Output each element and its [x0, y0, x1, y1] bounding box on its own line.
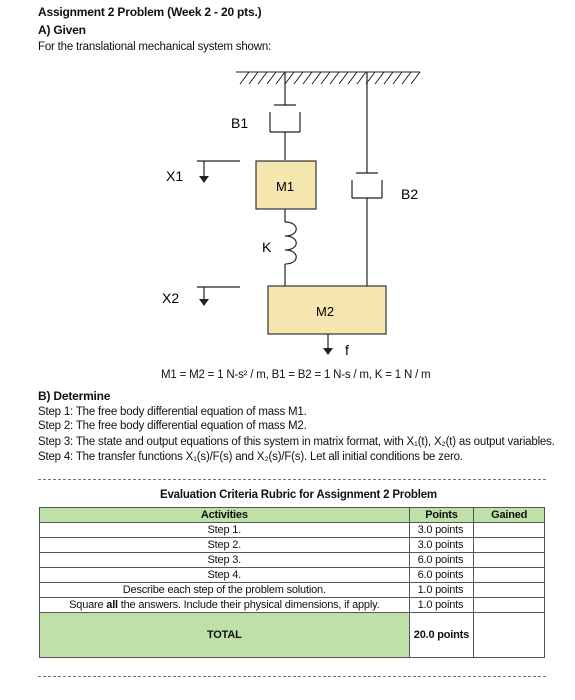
hatch-mark	[311, 71, 322, 85]
points-cell: 1.0 points	[408, 597, 475, 613]
gained-cell	[473, 567, 545, 583]
step-1-text: Step 1: The free body differential equat…	[38, 406, 307, 418]
hatch-mark	[329, 71, 340, 85]
x2-arrow	[197, 286, 240, 306]
hatch-mark	[383, 71, 394, 85]
spring-k	[284, 209, 297, 286]
hatch-mark	[374, 71, 385, 85]
hatch-mark	[248, 71, 259, 85]
points-cell: 1.0 points	[408, 582, 475, 598]
hatch-mark	[347, 71, 358, 85]
hatch-mark	[266, 71, 277, 85]
rubric-header-row: Activities Points Gained	[39, 507, 545, 523]
mass-m2	[267, 285, 387, 335]
gained-cell	[473, 597, 545, 613]
activity-cell: Describe each step of the problem soluti…	[39, 582, 410, 598]
step-4-text: Step 4: The transfer functions X₁(s)/F(s…	[38, 451, 463, 463]
hatch-mark	[239, 71, 250, 85]
mass-m1	[255, 160, 317, 210]
points-cell: 3.0 points	[408, 522, 475, 538]
square-suffix: the answers. Include their physical dime…	[117, 599, 380, 611]
hatch-mark	[284, 71, 295, 85]
total-row: TOTAL 20.0 points	[39, 612, 545, 658]
hatch-mark	[338, 71, 349, 85]
points-header: Points	[408, 507, 475, 523]
activities-header: Activities	[39, 507, 410, 523]
table-row: Step 1. 3.0 points	[39, 522, 545, 538]
gained-cell	[473, 537, 545, 553]
section-a-heading: A) Given	[38, 23, 86, 37]
damper-b2	[351, 72, 383, 286]
m1-label: M1	[276, 179, 294, 194]
rubric-table: Activities Points Gained Step 1. 3.0 poi…	[39, 507, 545, 658]
points-cell: 6.0 points	[408, 567, 475, 583]
step-3-text: Step 3: The state and output equations o…	[38, 436, 555, 448]
gained-header: Gained	[473, 507, 545, 523]
table-row: Describe each step of the problem soluti…	[39, 582, 545, 598]
activity-cell: Step 2.	[39, 537, 410, 553]
square-prefix: Square	[69, 599, 107, 611]
damper-b1	[269, 72, 301, 160]
total-label: TOTAL	[39, 612, 410, 658]
table-row: Step 3. 6.0 points	[39, 552, 545, 568]
x1-label: X1	[166, 168, 183, 184]
hatch-mark	[410, 71, 421, 85]
hatch-mark	[401, 71, 412, 85]
table-row: Step 4. 6.0 points	[39, 567, 545, 583]
gained-cell	[473, 582, 545, 598]
m2-label: M2	[316, 304, 334, 319]
hatch-mark	[356, 71, 367, 85]
gained-cell	[473, 552, 545, 568]
rubric-title: Evaluation Criteria Rubric for Assignmen…	[160, 489, 437, 501]
activity-cell: Step 1.	[39, 522, 410, 538]
divider-top	[38, 479, 546, 480]
activity-cell: Step 4.	[39, 567, 410, 583]
step-2-text: Step 2: The free body differential equat…	[38, 420, 307, 432]
table-row: Square all the answers. Include their ph…	[39, 597, 545, 613]
assignment-title: Assignment 2 Problem (Week 2 - 20 pts.)	[38, 5, 262, 19]
section-b-heading: B) Determine	[38, 389, 111, 403]
b1-label: B1	[231, 115, 248, 131]
divider-bottom	[38, 676, 546, 677]
table-row: Step 2. 3.0 points	[39, 537, 545, 553]
x1-arrow	[197, 160, 240, 183]
total-points: 20.0 points	[408, 612, 475, 658]
hatch-mark	[320, 71, 331, 85]
b2-label: B2	[401, 186, 418, 202]
hatch-mark	[392, 71, 403, 85]
activity-cell: Step 3.	[39, 552, 410, 568]
x2-label: X2	[162, 290, 179, 306]
force-arrow	[323, 334, 333, 355]
total-gained	[473, 612, 545, 658]
hatch-mark	[275, 71, 286, 85]
gained-cell	[473, 522, 545, 538]
k-label: K	[262, 239, 272, 255]
points-cell: 3.0 points	[408, 537, 475, 553]
hatch-mark	[302, 71, 313, 85]
points-cell: 6.0 points	[408, 552, 475, 568]
square-bold-all: all	[106, 599, 118, 611]
activity-cell: Square all the answers. Include their ph…	[39, 597, 410, 613]
ground-hatch	[236, 71, 421, 85]
hatch-mark	[293, 71, 304, 85]
given-text: For the translational mechanical system …	[38, 41, 272, 53]
hatch-mark	[257, 71, 268, 85]
f-label: f	[345, 342, 349, 358]
mechanical-system-diagram: B1 M1 X1 K B2 M2 X2 f	[162, 71, 421, 358]
parameters-text: M1 = M2 = 1 N-s² / m, B1 = B2 = 1 N-s / …	[161, 369, 431, 381]
